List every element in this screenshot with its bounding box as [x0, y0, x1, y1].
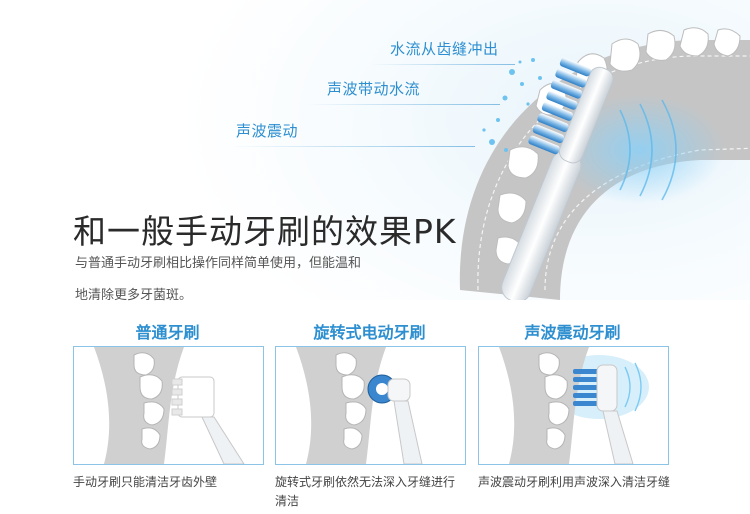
sonic-wave-lines — [619, 99, 677, 201]
callout-line-3 — [230, 146, 475, 147]
card-caption-sonic: 声波震动牙刷利用声波深入清洁牙缝 — [478, 475, 671, 489]
card-title-manual: 普通牙刷 — [135, 323, 200, 342]
card-title-rotary: 旋转式电动牙刷 — [313, 323, 426, 342]
hero-illustration — [459, 27, 750, 300]
page-headline: 和一般手动牙刷的效果PK — [73, 212, 457, 251]
sonic-toothbrush-icon — [499, 347, 649, 464]
callout-line-2 — [305, 104, 500, 105]
sonic-wave-glow — [555, 95, 725, 205]
card-caption-manual: 手动牙刷只能清洁牙齿外壁 — [73, 475, 218, 489]
callout-water-flow: 水流从齿缝冲出 — [390, 40, 499, 58]
manual-toothbrush-icon — [94, 347, 245, 464]
water-droplets — [482, 58, 542, 152]
card-title-sonic: 声波震动牙刷 — [524, 323, 621, 342]
callout-line-1 — [370, 64, 515, 65]
rotary-toothbrush-icon — [296, 347, 423, 464]
callout-sonic-vibration: 声波震动 — [236, 122, 299, 140]
callout-sonic-drive: 声波带动水流 — [327, 80, 421, 98]
card-sonic — [478, 346, 669, 465]
hero-toothbrush — [501, 57, 614, 300]
card-manual — [73, 346, 264, 465]
subtext-line-2: 地清除更多牙菌斑。 — [75, 288, 193, 303]
card-caption-rotary: 旋转式牙刷依然无法深入牙缝进行清洁 — [275, 475, 456, 508]
subtext-line-1: 与普通手动牙刷相比操作同样简单使用，但能温和 — [75, 256, 362, 271]
card-rotary — [275, 346, 466, 465]
